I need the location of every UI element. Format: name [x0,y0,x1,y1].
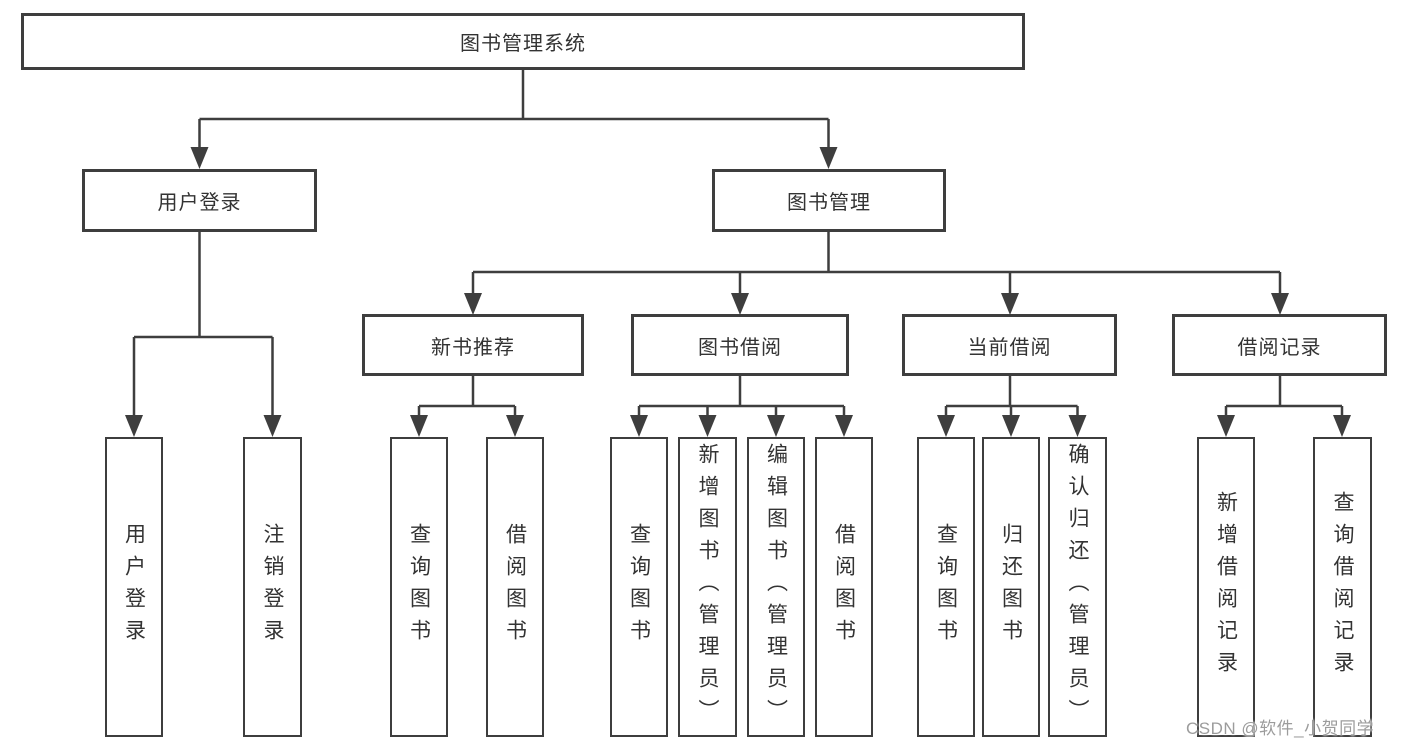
leaf-return-books: 归还图书 [982,437,1040,737]
leaf-query-books-current: 查询图书 [917,437,975,737]
connector-user-login-to-leaves [125,232,282,437]
leaf-query-books-new: 查询图书 [390,437,448,737]
leaf-user-login: 用户登录 [105,437,163,737]
node-new-book-recommend: 新书推荐 [362,314,584,376]
connector-book-mgmt-to-level3 [464,232,1289,315]
node-book-borrowing: 图书借阅 [631,314,849,376]
node-library-management-system: 图书管理系统 [21,13,1025,70]
node-user-login: 用户登录 [82,169,317,232]
leaf-query-borrow-record: 查询借阅记录 [1313,437,1372,737]
csdn-watermark: CSDN @软件_小贺同学 [1186,719,1375,738]
leaf-query-books-borrow: 查询图书 [610,437,668,737]
connector-borrow-records-to-leaves [1217,376,1351,437]
connector-book-borrow-to-leaves [630,376,853,437]
leaf-add-books-admin: 新增图书（管理员） [678,437,737,737]
connector-root-to-level2 [190,70,838,169]
leaf-borrow-books: 借阅图书 [815,437,873,737]
leaf-add-borrow-record: 新增借阅记录 [1197,437,1255,737]
leaf-edit-books-admin: 编辑图书（管理员） [747,437,805,737]
leaf-confirm-return-admin: 确认归还（管理员） [1048,437,1107,737]
connector-current-borrow-to-leaves [937,376,1087,437]
leaf-borrow-books-new: 借阅图书 [486,437,544,737]
node-book-management: 图书管理 [712,169,946,232]
node-borrowing-records: 借阅记录 [1172,314,1387,376]
leaf-logout: 注销登录 [243,437,302,737]
node-current-borrowing: 当前借阅 [902,314,1117,376]
connector-new-books-to-leaves [410,376,524,437]
